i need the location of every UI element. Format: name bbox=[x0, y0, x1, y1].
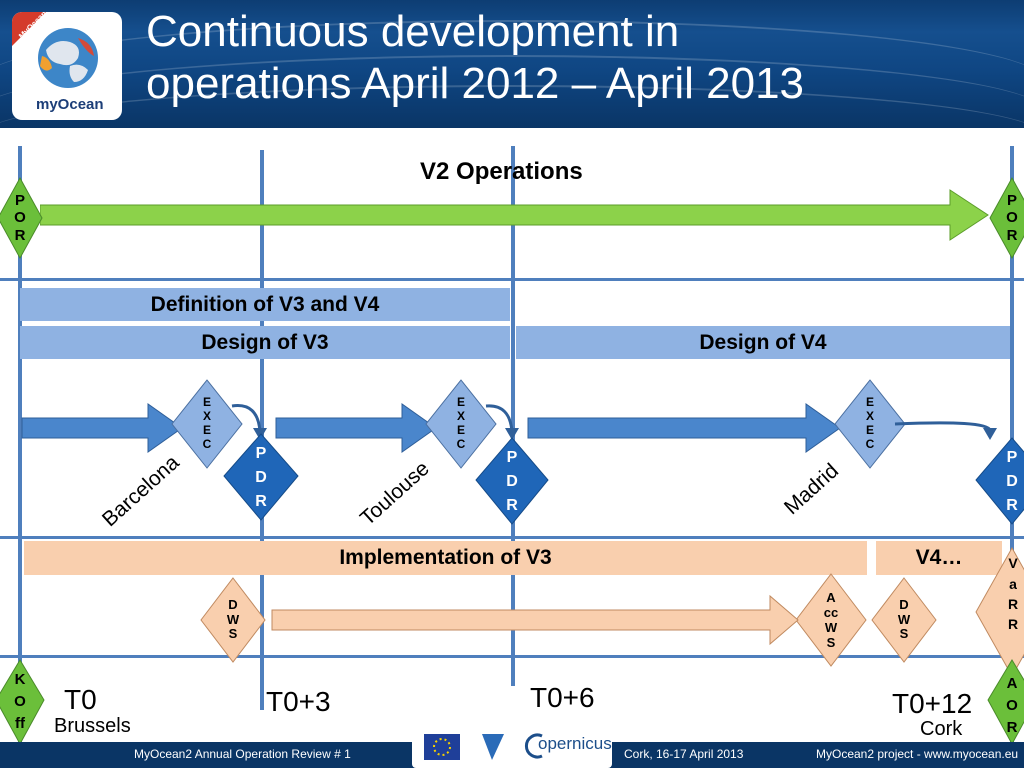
pdr-diamond bbox=[475, 437, 549, 525]
progress-arrow bbox=[527, 403, 841, 453]
connector-arrow bbox=[231, 404, 262, 433]
milestone-t0-12: T0+12 bbox=[892, 688, 973, 719]
timeline-gridline-t0 bbox=[18, 146, 22, 742]
slide-header: MyOcean 2 myOcean Continuous development… bbox=[0, 0, 1024, 128]
implementation-arrow bbox=[271, 594, 799, 646]
v2-operations-arrow bbox=[40, 189, 989, 241]
por-label-left: P O R bbox=[14, 192, 26, 244]
progress-arrow bbox=[21, 403, 183, 453]
design-v4-bar: Design of V4 bbox=[516, 326, 1010, 359]
implementation-diagram bbox=[200, 546, 1024, 670]
design-review-diagram bbox=[21, 379, 1024, 525]
title-line-2: operations April 2012 – April 2013 bbox=[146, 59, 805, 108]
varr-diamond bbox=[975, 546, 1024, 670]
section-divider bbox=[0, 536, 1024, 539]
partner-logos: opernicus bbox=[412, 718, 612, 768]
footer-middle-text: Cork, 16-17 April 2013 bbox=[624, 747, 744, 761]
place-brussels: Brussels bbox=[54, 715, 131, 737]
section-divider bbox=[0, 655, 1024, 658]
title-line-1: Continuous development in bbox=[146, 7, 680, 56]
copernicus-logo-text: opernicus bbox=[538, 734, 612, 753]
slide-title: Continuous development in operations Apr… bbox=[146, 6, 1006, 110]
globe-icon bbox=[12, 12, 98, 88]
por-diamond-right bbox=[989, 176, 1024, 260]
footer-left-text: MyOcean2 Annual Operation Review # 1 bbox=[134, 747, 351, 761]
logo-text: myOcean bbox=[36, 96, 104, 113]
progress-arrow bbox=[275, 403, 437, 453]
section-divider bbox=[0, 278, 1024, 281]
wave-decoration bbox=[0, 55, 1024, 128]
wave-decoration bbox=[0, 85, 1024, 128]
copernicus-c-icon bbox=[524, 733, 543, 759]
por-label-right: P O R bbox=[1006, 192, 1018, 244]
eu-flag-icon bbox=[424, 734, 460, 760]
connector-arrow bbox=[485, 404, 514, 433]
exec-diamond bbox=[834, 379, 906, 469]
footer-right-text: MyOcean2 project - www.myocean.eu bbox=[816, 747, 1019, 761]
design-v3-bar: Design of V3 bbox=[20, 326, 510, 359]
myocean-logo: MyOcean 2 myOcean bbox=[12, 12, 122, 120]
por-diamond-left bbox=[0, 176, 43, 260]
accws-diamond bbox=[795, 573, 867, 667]
milestone-t0-3: T0+3 bbox=[266, 686, 331, 717]
wave-decoration bbox=[0, 20, 1024, 128]
pdr-diamond bbox=[223, 433, 299, 521]
pdr-diamond bbox=[975, 437, 1024, 525]
connector-arrow bbox=[894, 421, 992, 431]
milestone-t0-6: T0+6 bbox=[530, 682, 595, 713]
dws-diamond bbox=[871, 577, 937, 663]
implementation-v3-bar: Implementation of V3 bbox=[24, 541, 867, 575]
fp7-logo-icon bbox=[482, 734, 504, 760]
timeline-gridline-t6 bbox=[511, 146, 515, 686]
exec-diamond bbox=[425, 379, 497, 469]
place-cork: Cork bbox=[920, 718, 963, 740]
v2-operations-label: V2 Operations bbox=[420, 158, 583, 185]
dws-diamond bbox=[200, 577, 266, 663]
milestone-t0: T0 bbox=[64, 684, 97, 715]
v4-bar: V4… bbox=[876, 541, 1002, 575]
exec-diamond bbox=[171, 379, 243, 469]
definition-bar: Definition of V3 and V4 bbox=[20, 288, 510, 321]
